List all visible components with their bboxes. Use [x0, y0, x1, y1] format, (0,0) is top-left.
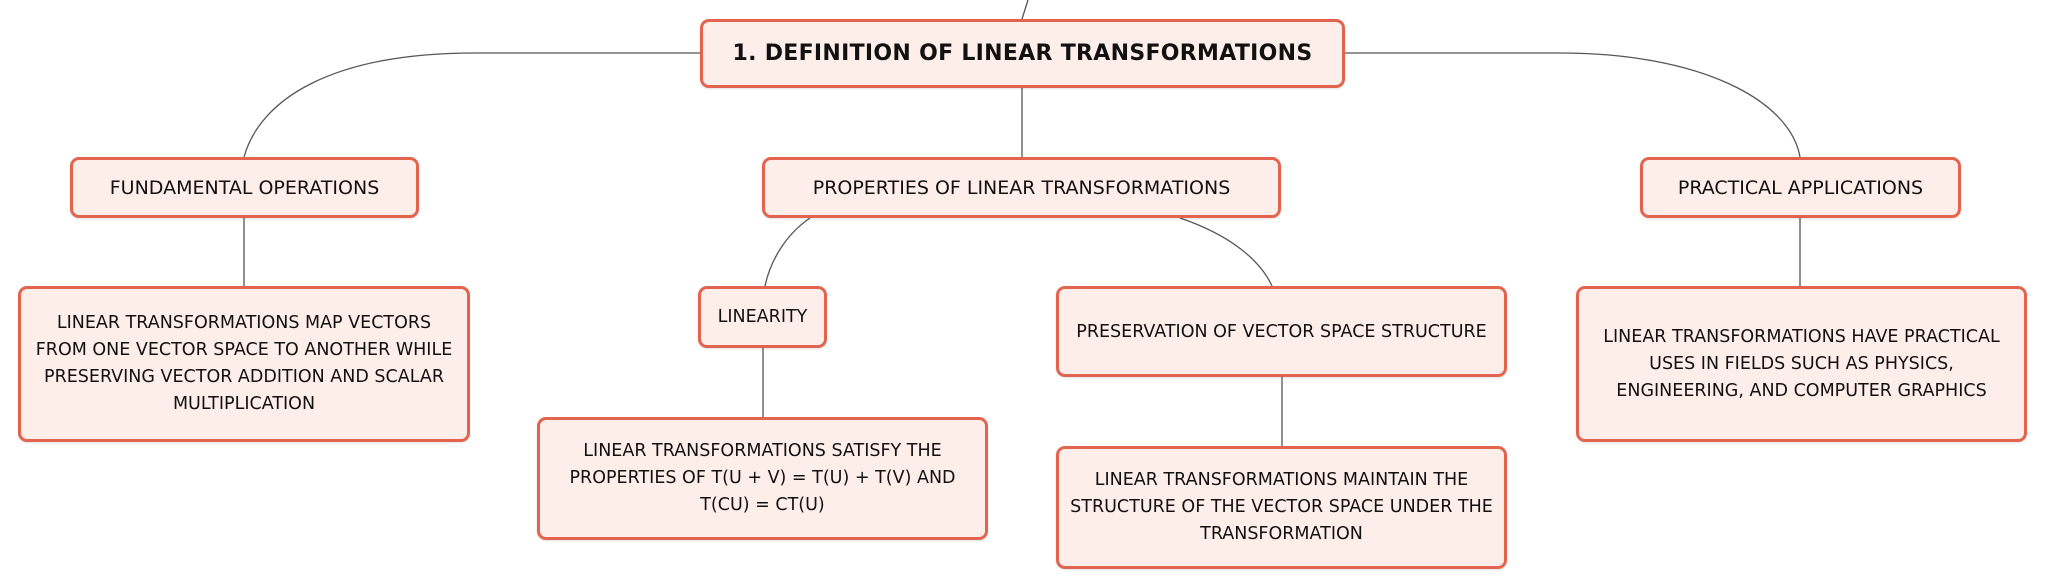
- fundamental-operations-description: LINEAR TRANSFORMATIONS MAP VECTORS FROM …: [35, 313, 453, 414]
- root-topic-node[interactable]: 1. DEFINITION OF LINEAR TRANSFORMATIONS: [700, 19, 1345, 88]
- preservation-label: PRESERVATION OF VECTOR SPACE STRUCTURE: [1076, 321, 1487, 342]
- preservation-node[interactable]: PRESERVATION OF VECTOR SPACE STRUCTURE: [1056, 286, 1507, 377]
- preservation-description-node[interactable]: LINEAR TRANSFORMATIONS MAINTAIN THE STRU…: [1056, 446, 1507, 569]
- fundamental-operations-node[interactable]: FUNDAMENTAL OPERATIONS: [70, 157, 419, 218]
- linearity-description: LINEAR TRANSFORMATIONS SATISFY THE PROPE…: [569, 441, 956, 515]
- linearity-description-node[interactable]: LINEAR TRANSFORMATIONS SATISFY THE PROPE…: [537, 417, 988, 540]
- connector-root-to-fundamental: [243, 52, 700, 158]
- linearity-label: LINEARITY: [717, 307, 808, 327]
- practical-applications-label: PRACTICAL APPLICATIONS: [1677, 176, 1924, 199]
- practical-applications-node[interactable]: PRACTICAL APPLICATIONS: [1640, 157, 1961, 218]
- root-topic-label: 1. DEFINITION OF LINEAR TRANSFORMATIONS: [732, 41, 1313, 66]
- connector-properties-to-preservation: [1179, 217, 1273, 287]
- linearity-node[interactable]: LINEARITY: [698, 286, 827, 348]
- connector-parent-to-root: [1021, 0, 1029, 20]
- practical-applications-description: LINEAR TRANSFORMATIONS HAVE PRACTICAL US…: [1603, 326, 2000, 401]
- properties-label: PROPERTIES OF LINEAR TRANSFORMATIONS: [812, 176, 1231, 199]
- connector-root-to-applications: [1345, 52, 1801, 158]
- preservation-description: LINEAR TRANSFORMATIONS MAINTAIN THE STRU…: [1070, 470, 1493, 544]
- connector-properties-to-linearity: [764, 217, 811, 287]
- fundamental-operations-label: FUNDAMENTAL OPERATIONS: [109, 176, 380, 199]
- practical-applications-description-node[interactable]: LINEAR TRANSFORMATIONS HAVE PRACTICAL US…: [1576, 286, 2027, 442]
- properties-node[interactable]: PROPERTIES OF LINEAR TRANSFORMATIONS: [762, 157, 1281, 218]
- fundamental-operations-description-node[interactable]: LINEAR TRANSFORMATIONS MAP VECTORS FROM …: [18, 286, 470, 442]
